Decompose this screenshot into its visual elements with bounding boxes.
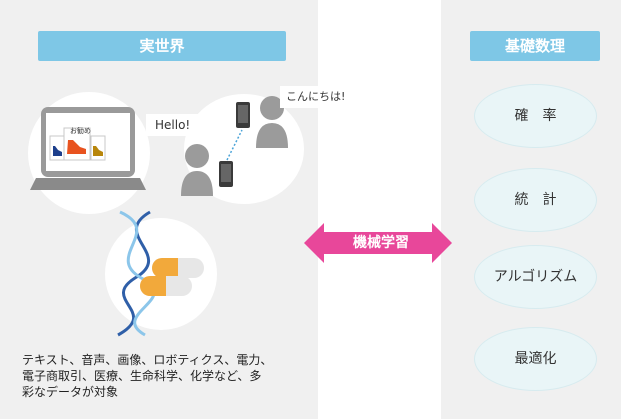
- speech-bubble-hello: Hello!: [146, 114, 200, 136]
- speech-bubble-konnichiwa: こんにちは!: [280, 86, 352, 108]
- capsule-icon: [140, 258, 204, 296]
- person-icon: [181, 96, 288, 196]
- caption-line: 電子商取引、医療、生命科学、化学など、多: [22, 369, 262, 383]
- machine-learning-arrow: [304, 223, 452, 263]
- basics-item-statistics: 統 計: [474, 168, 597, 232]
- machine-learning-label: 機械学習: [353, 235, 409, 251]
- laptop-label: お勧め: [70, 126, 91, 135]
- caption-line: テキスト、音声、画像、ロボティクス、電力、: [22, 353, 273, 367]
- connection-line: [226, 129, 243, 161]
- basics-item-optimization: 最適化: [474, 327, 597, 391]
- basic-math-header: 基礎数理: [470, 31, 600, 61]
- real-world-header: 実世界: [38, 31, 286, 61]
- shoe-icon: [53, 140, 103, 156]
- basics-item-algorithm: アルゴリズム: [474, 245, 597, 309]
- real-world-panel: [0, 0, 318, 419]
- data-description: テキスト、音声、画像、ロボティクス、電力、 電子商取引、医療、生命科学、化学など…: [22, 352, 312, 400]
- dna-icon: [117, 210, 156, 337]
- basics-item-probability: 確 率: [474, 84, 597, 148]
- caption-line: 彩なデータが対象: [22, 385, 119, 399]
- smartphone-icon: [219, 102, 250, 187]
